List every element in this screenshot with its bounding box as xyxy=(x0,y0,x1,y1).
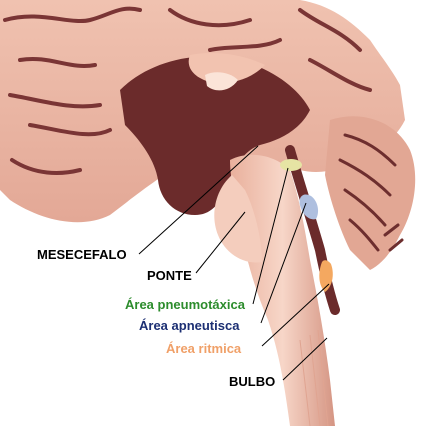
leader-bulbo xyxy=(282,337,328,381)
label-mesencefalo: MESECEFALO xyxy=(37,247,127,262)
leader-pneumotaxica xyxy=(252,167,289,305)
leader-mesencefalo xyxy=(138,145,259,255)
leader-lines xyxy=(138,145,330,381)
leader-ritmica xyxy=(261,283,330,347)
label-bulbo: BULBO xyxy=(229,374,276,389)
apneutisca-area xyxy=(299,194,319,220)
cortex-folds xyxy=(3,6,372,175)
leader-apneutisca xyxy=(260,202,307,324)
label-area-ritmica: Área ritmica xyxy=(166,341,242,356)
label-ponte: PONTE xyxy=(147,268,192,283)
label-area-apneutisca: Área apneutisca xyxy=(139,318,240,333)
cerebellum-region xyxy=(325,116,416,270)
label-area-pneumotaxica: Área pneumotáxica xyxy=(125,297,245,312)
leader-ponte xyxy=(195,211,246,274)
pneumotaxica-area xyxy=(280,159,302,171)
ventricle-cavity xyxy=(120,56,310,215)
ritmica-area xyxy=(319,260,333,292)
pons-bulge xyxy=(214,175,262,263)
